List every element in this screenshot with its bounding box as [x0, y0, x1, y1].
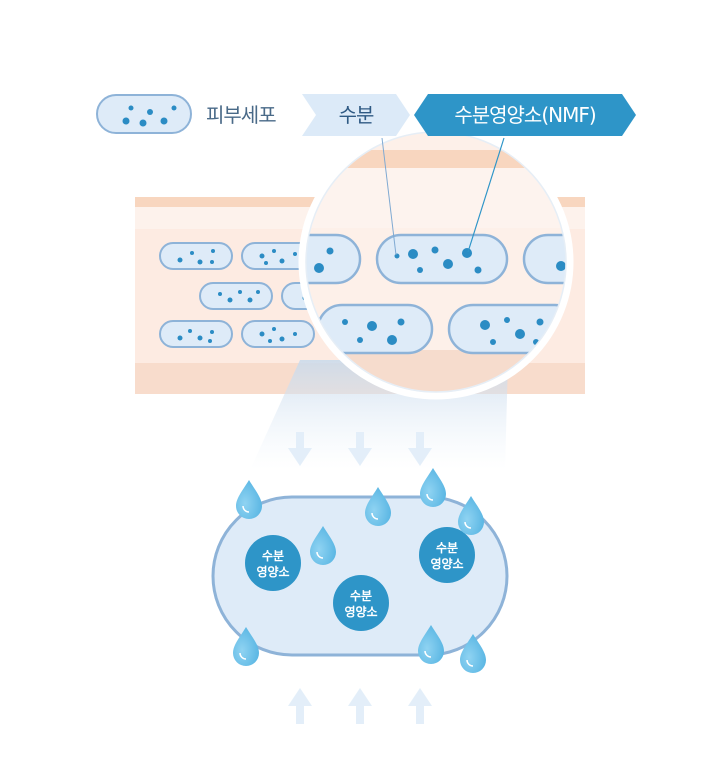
nmf-circle-label: 수분 영양소 [238, 548, 308, 580]
water-drop-icon [460, 634, 486, 673]
nmf-label-line2: 영양소 [344, 605, 378, 619]
nmf-label-line1: 수분 [349, 589, 373, 603]
legend-water-tag: 수분 [302, 92, 410, 138]
arrow-up-icon [348, 688, 372, 724]
nmf-label-line2: 영양소 [256, 565, 290, 579]
water-drop-icon [458, 496, 484, 535]
nmf-label-line2: 영양소 [430, 557, 464, 571]
water-drop-icon [418, 625, 444, 664]
water-drops [233, 468, 486, 673]
water-drop-icon [365, 487, 391, 526]
legend-cell-icon [96, 94, 192, 134]
arrow-down-icon [348, 432, 372, 466]
skin-cell [159, 242, 233, 270]
legend: 피부세포 수분 수분영양소(NMF) [96, 92, 636, 138]
magnifier-lens [298, 124, 574, 400]
legend-cell-label: 피부세포 [206, 103, 277, 127]
legend-nmf-tag: 수분영양소(NMF) [414, 92, 636, 138]
nmf-circle-label: 수분 영양소 [412, 540, 482, 572]
legend-water-label: 수분 [338, 103, 375, 127]
water-drop-icon [236, 480, 262, 519]
arrow-up-icon [408, 688, 432, 724]
nmf-circle [245, 535, 301, 591]
skin-cell [159, 320, 233, 348]
nmf-label-line1: 수분 [435, 541, 459, 555]
nmf-label-line1: 수분 [261, 549, 285, 563]
arrows-down [288, 432, 432, 466]
nmf-circle [333, 575, 389, 631]
nmf-circle-label: 수분 영양소 [326, 588, 396, 620]
magnified-cell [375, 233, 509, 285]
legend-nmf-label: 수분영양소(NMF) [454, 103, 596, 127]
arrow-down-icon [408, 432, 432, 466]
arrows-up [288, 688, 432, 724]
water-drop-icon [420, 468, 446, 507]
water-drop-icon [233, 627, 259, 666]
arrow-up-icon [288, 688, 312, 724]
water-drop-icon [310, 526, 336, 565]
skin-cell [199, 282, 273, 310]
skin-cell [241, 320, 315, 348]
nmf-pointer-line [467, 137, 505, 253]
arrow-down-icon [288, 432, 312, 466]
nmf-circle [419, 527, 475, 583]
water-pointer-line [381, 137, 397, 256]
